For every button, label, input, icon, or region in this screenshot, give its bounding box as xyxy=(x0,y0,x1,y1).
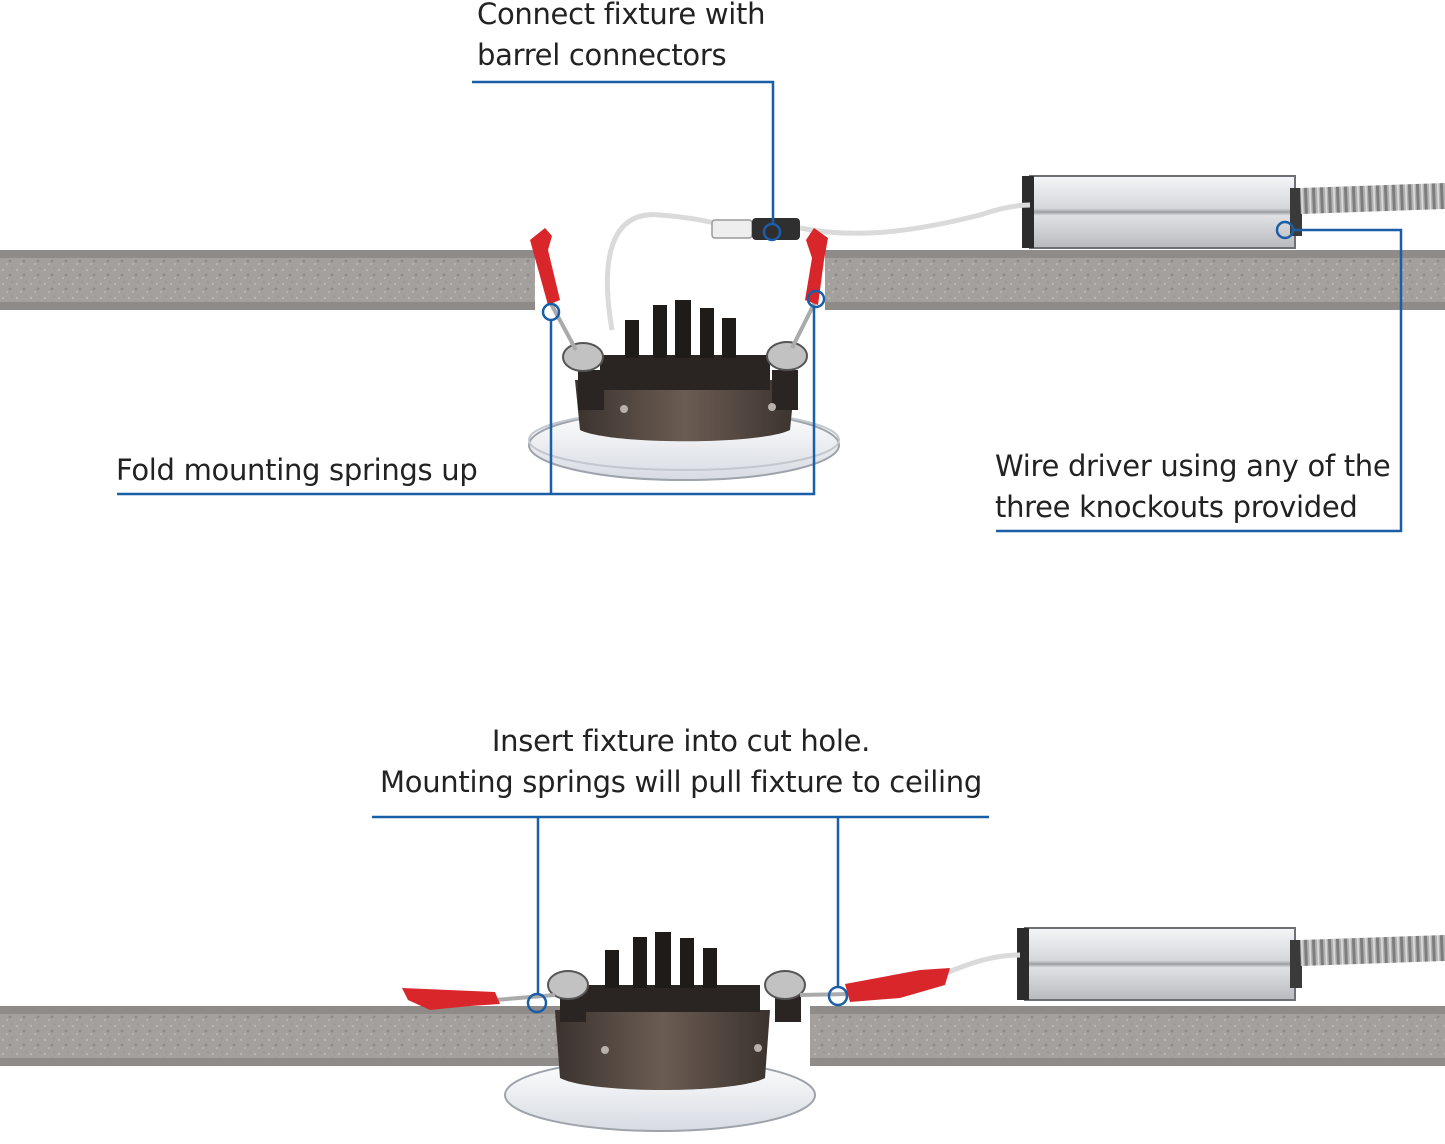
insert-callout-line-2: Mounting springs will pull fixture to ce… xyxy=(380,765,982,799)
fold-callout-line-1: Fold mounting springs up xyxy=(116,453,478,487)
driver-callout-label: Wire driver using any of the three knock… xyxy=(995,446,1391,528)
bottom-flexible-conduit xyxy=(1300,934,1445,966)
fold-callout-label: Fold mounting springs up xyxy=(116,450,478,491)
bottom-led-driver-box xyxy=(1017,927,1302,1001)
top-mounting-spring-left xyxy=(530,228,604,372)
top-led-driver-box xyxy=(1022,175,1302,249)
connect-callout-line-1: Connect fixture with xyxy=(477,0,766,31)
driver-callout-line xyxy=(996,220,1403,533)
connect-callout-label: Connect fixture with barrel connectors xyxy=(477,0,765,76)
fold-callout-line xyxy=(117,289,826,496)
driver-callout-line-2: three knockouts provided xyxy=(995,490,1358,524)
connect-callout-line-2: barrel connectors xyxy=(477,38,727,72)
bottom-mounting-spring-left xyxy=(402,970,589,1010)
insert-callout-line xyxy=(372,815,989,1014)
top-led-fixture xyxy=(528,300,840,481)
insert-callout-label: Insert fixture into cut hole. Mounting s… xyxy=(372,721,990,803)
top-ceiling-panel xyxy=(0,250,1445,310)
top-barrel-connector xyxy=(711,218,800,240)
insert-callout-line-1: Insert fixture into cut hole. xyxy=(491,724,871,758)
top-flexible-conduit xyxy=(1300,182,1445,214)
bottom-led-fixture xyxy=(504,932,816,1132)
bottom-ceiling-panel xyxy=(0,1006,1445,1066)
driver-callout-line-1: Wire driver using any of the xyxy=(995,449,1391,483)
bottom-mounting-spring-right xyxy=(764,968,950,1002)
top-mounting-spring-right xyxy=(766,228,828,371)
connect-callout-line xyxy=(472,80,782,242)
